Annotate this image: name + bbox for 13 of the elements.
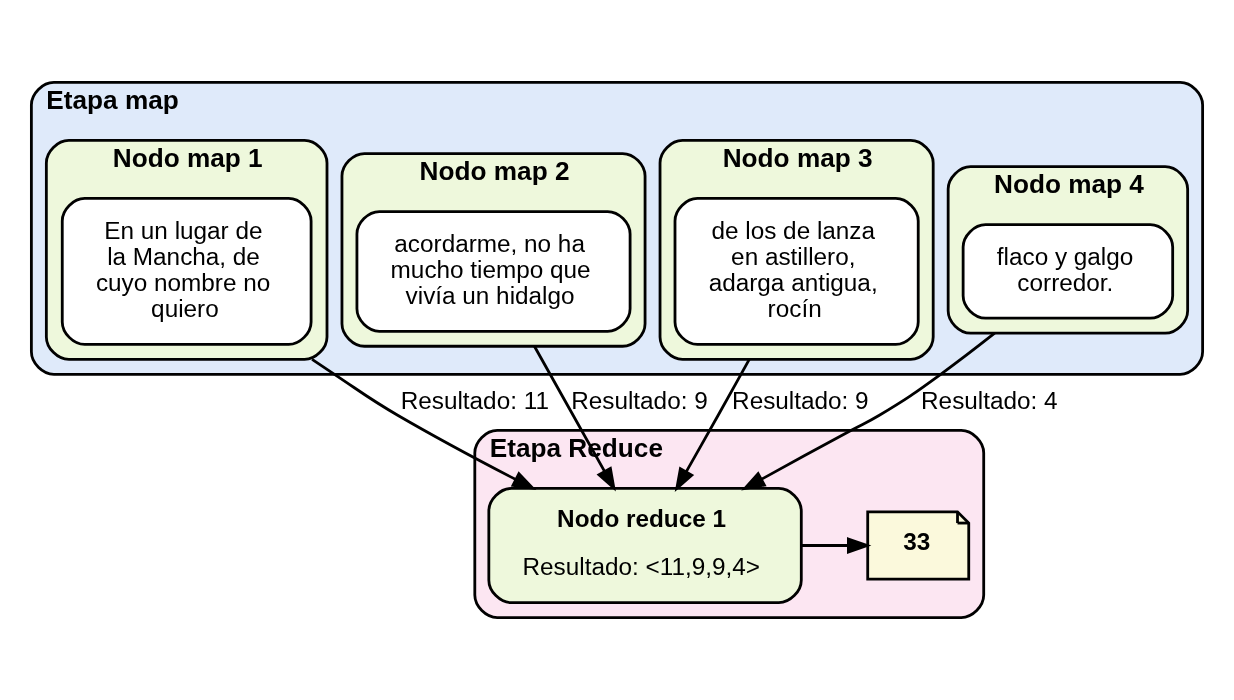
- node-box: En un lugar de la Mancha, de cuyo nombre no quiero: [60, 197, 313, 346]
- arrow: [741, 332, 996, 491]
- node-box: Nodo reduce 1 Resultado: <11,9,9,4>: [487, 487, 803, 604]
- arrow: [311, 358, 537, 491]
- edge-label: Resultado: 4: [921, 386, 1058, 414]
- arrow: [801, 537, 872, 555]
- node-box: flaco y galgo corredor.: [961, 223, 1175, 320]
- edge-label: Resultado: 9: [571, 386, 708, 414]
- edge-label: Resultado: 11: [400, 386, 549, 414]
- edge-label: Resultado: 9: [732, 386, 869, 414]
- arrow: [674, 358, 751, 492]
- node-box: de los de lanza en astillero, adarga antigua, rocín: [673, 197, 920, 346]
- node-box: acordarme, no ha mucho tiempo que vivía un hidalgo: [355, 210, 632, 333]
